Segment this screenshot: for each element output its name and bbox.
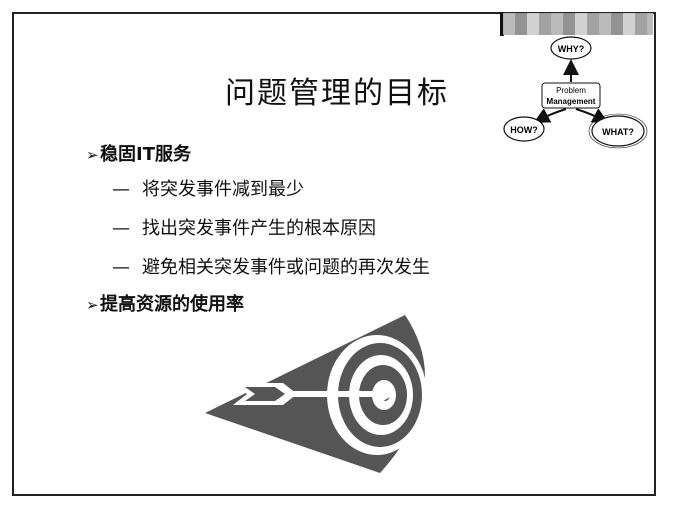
why-label: WHY? [558, 44, 585, 54]
bullet-mark: ➢ [86, 296, 99, 314]
what-node: WHAT? [588, 113, 648, 149]
bullet-mark: ➢ [86, 146, 99, 164]
subitem-text: 避免相关突发事件或问题的再次发生 [142, 257, 430, 278]
arrow-head [380, 385, 395, 403]
page-title: 问题管理的目标 [225, 76, 449, 111]
problem-management-diagram: WHY? Problem Management HOW? WHAT? [503, 36, 648, 149]
arrow-shaft [275, 391, 385, 397]
bullet-item-2: ➢提高资源的使用率 [86, 290, 244, 316]
slide-frame [12, 12, 656, 496]
dash-mark: — [112, 257, 130, 278]
header-divider [500, 12, 504, 36]
dash-mark: — [112, 179, 130, 200]
how-node: HOW? [503, 116, 545, 142]
bullet-item-1: ➢稳固IT服务 [86, 140, 191, 166]
arrow-fletching-inner [245, 387, 285, 401]
target-arrow-icon [205, 315, 427, 473]
subitem-text: 将突发事件减到最少 [142, 179, 304, 200]
subitem-text: 找出突发事件产生的根本原因 [142, 218, 376, 239]
bullet-text: 提高资源的使用率 [100, 294, 244, 315]
subitem-1: — 将突发事件减到最少 [112, 175, 304, 201]
why-node: WHY? [550, 36, 592, 60]
center-label-2: Management [547, 97, 596, 106]
bullet-text: 稳固IT服务 [100, 144, 191, 165]
center-label-1: Problem [556, 86, 586, 95]
center-node: Problem Management [541, 82, 601, 109]
subitem-2: — 找出突发事件产生的根本原因 [112, 214, 376, 240]
how-label: HOW? [510, 125, 538, 135]
subitem-3: — 避免相关突发事件或问题的再次发生 [112, 253, 430, 279]
header-bar [503, 13, 653, 35]
arrow-left [533, 108, 567, 123]
what-label: WHAT? [602, 127, 634, 137]
dash-mark: — [112, 218, 130, 239]
